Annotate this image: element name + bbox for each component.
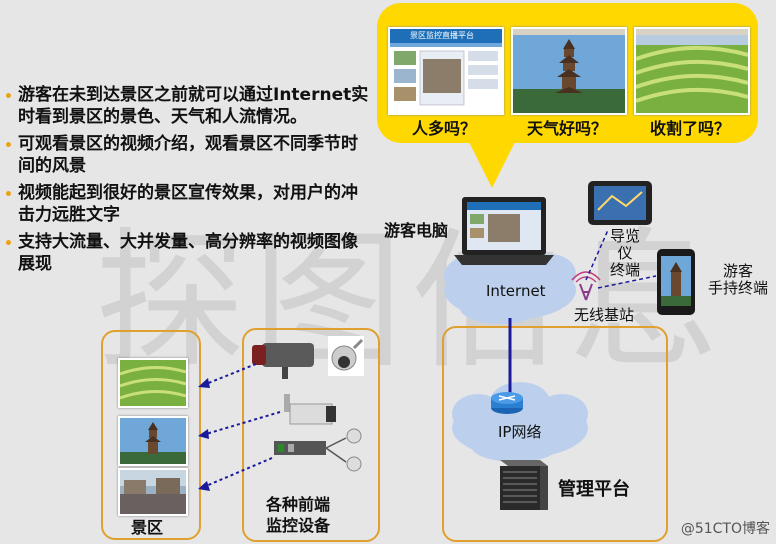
- bullet-marker-icon: •: [4, 236, 13, 252]
- small-camera-icon: [346, 428, 362, 472]
- bullet-camera-icon: [252, 343, 314, 379]
- server-icon: [500, 460, 548, 510]
- credit-watermark: @51CTO博客: [680, 521, 770, 537]
- bullet-text: 可观看景区的视频介绍，观看景区不同季节时间的风景: [18, 134, 358, 176]
- base-station-label: 无线基站: [574, 306, 635, 324]
- front-devices-line2: 监控设备: [266, 516, 331, 535]
- browser-title: 景区监控直播平台: [410, 31, 474, 40]
- guide-terminal-line1: 导览仪: [609, 227, 640, 262]
- scenic-crowd-thumb: [118, 468, 188, 516]
- arrow-heads: [198, 378, 210, 491]
- management-label: 管理平台: [558, 479, 630, 500]
- pagoda-screenshot: [511, 27, 627, 115]
- webpage-screenshot-image: [390, 29, 502, 106]
- laptop-icon: [454, 197, 554, 265]
- scenic-terrace-thumb: [118, 358, 188, 408]
- list-item: • 支持大流量、大并发量、高分辨率的视频图像展现: [2, 231, 370, 275]
- tourist-mobile-line1: 游客: [722, 262, 753, 280]
- bullet-marker-icon: •: [4, 138, 13, 154]
- callout-label-weather: 天气好吗？: [526, 119, 607, 138]
- callout-tail: [468, 140, 516, 188]
- bullet-marker-icon: •: [4, 89, 13, 105]
- front-devices-line1: 各种前端: [266, 495, 331, 514]
- list-item: • 可观看景区的视频介绍，观看景区不同季节时间的风景: [2, 133, 370, 177]
- scenic-pagoda-thumb: [118, 416, 188, 466]
- internet-label: Internet: [486, 282, 546, 300]
- callout-label-harvest: 收割了吗？: [649, 119, 730, 138]
- wireless-link-mobile: [597, 275, 657, 289]
- tourist-mobile-line2: 手持终端: [707, 279, 768, 297]
- bullet-text: 支持大流量、大并发量、高分辨率的视频图像展现: [18, 232, 358, 274]
- list-item: • 视频能起到很好的景区宣传效果，对用户的冲击力远胜文字: [2, 182, 370, 226]
- guide-terminal-icon: [588, 181, 652, 225]
- webpage-screenshot: 景区监控直播平台: [388, 27, 504, 115]
- feature-list: • 游客在未到达景区之前就可以通过Internet实时看到景区的景色、天气和人流…: [2, 84, 370, 280]
- guide-terminal-label: 导览仪 终端: [605, 228, 645, 279]
- mobile-terminal-icon: [657, 249, 695, 315]
- tourist-pc-label: 游客电脑: [384, 221, 449, 240]
- platform-box: [442, 326, 668, 542]
- terrace-screenshot: [634, 27, 750, 115]
- video-feed-arrows: [205, 363, 281, 487]
- front-devices-box: [242, 328, 380, 542]
- ip-network-label: IP网络: [498, 423, 542, 441]
- box-camera-icon: [284, 394, 336, 425]
- guide-terminal-line2: 终端: [609, 261, 640, 279]
- tourist-mobile-label: 游客 手持终端: [700, 263, 776, 297]
- bullet-text: 游客在未到达景区之前就可以通过Internet实时看到景区的景色、天气和人流情况…: [18, 85, 369, 127]
- wireless-link-guide: [585, 229, 609, 281]
- front-devices-label: 各种前端 监控设备: [266, 494, 330, 536]
- scenic-area-label: 景区: [131, 518, 164, 537]
- base-station-icon: [571, 271, 601, 301]
- encoder-icon: [274, 437, 347, 463]
- terrace-image: [636, 29, 748, 103]
- router-icon: [491, 392, 523, 414]
- pagoda-image: [513, 29, 625, 113]
- list-item: • 游客在未到达景区之前就可以通过Internet实时看到景区的景色、天气和人流…: [2, 84, 370, 128]
- ptz-camera-icon: [328, 336, 364, 376]
- callout-bubble: 景区监控直播平台 人多吗？ 天气好吗？ 收割了吗？: [377, 3, 758, 143]
- callout-label-crowd: 人多吗？: [411, 119, 476, 138]
- bullet-text: 视频能起到很好的景区宣传效果，对用户的冲击力远胜文字: [18, 183, 358, 225]
- bullet-marker-icon: •: [4, 187, 13, 203]
